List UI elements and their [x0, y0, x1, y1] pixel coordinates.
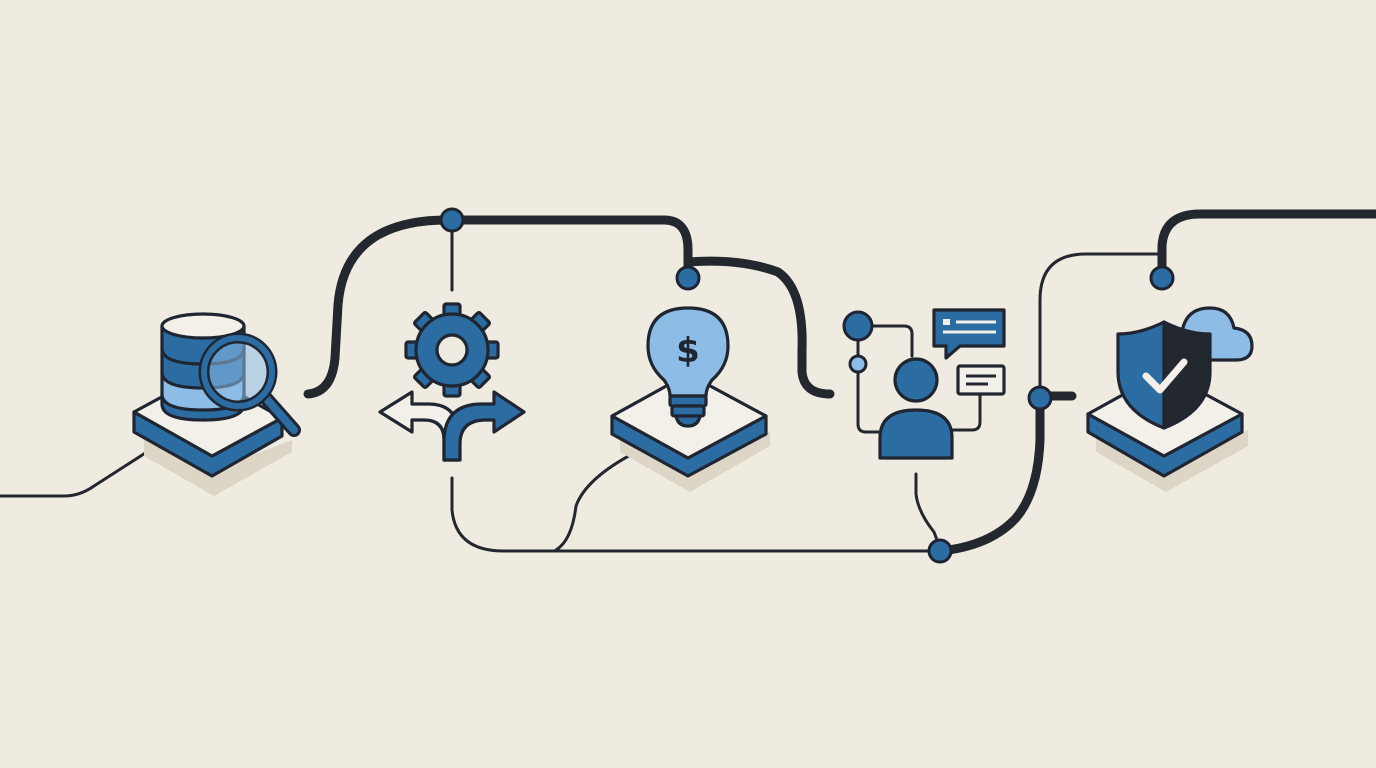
user-icon — [878, 357, 954, 460]
junction-node-top — [439, 207, 465, 233]
connectors — [0, 209, 1376, 556]
network-node-small — [848, 354, 868, 374]
database-search-icon — [160, 312, 301, 437]
junction-node-bulb — [675, 265, 701, 291]
step-decision — [378, 302, 526, 462]
connector-exit-top-right — [1157, 209, 1376, 281]
connector-bulb-bottom — [554, 450, 638, 552]
junction-node-top-right — [1149, 265, 1175, 291]
connector-bottom-up — [935, 395, 1045, 556]
connector-top-bus — [447, 215, 693, 281]
check-mark-icon — [1142, 358, 1188, 394]
platform-shadow — [144, 430, 292, 496]
step-security — [1086, 306, 1254, 492]
junction-node-bottom — [927, 538, 953, 564]
connector-user-bottom — [914, 472, 942, 550]
dollar-lightbulb-icon: $ — [646, 306, 730, 428]
chat-bubble-icon — [932, 308, 1006, 360]
network-node-large — [842, 310, 874, 342]
connector-arc-bulb-right — [683, 256, 835, 399]
connector-arc-top-left — [303, 215, 457, 399]
connector-entry — [0, 448, 152, 498]
message-card-icon — [956, 364, 1006, 396]
platform-shadow — [1096, 430, 1248, 492]
step-collaboration — [842, 308, 1006, 460]
step-cost-idea: $ — [610, 306, 770, 492]
branch-arrows-icon — [378, 390, 526, 462]
gear-icon — [404, 302, 500, 398]
step-data-search — [132, 312, 301, 496]
dollar-sign-icon: $ — [676, 331, 700, 371]
connector-bottom-bus — [450, 476, 942, 553]
connector-thin-arc-right — [1038, 252, 1164, 398]
junction-nodes — [439, 207, 1175, 564]
shield-check-icon — [1116, 320, 1212, 430]
platform-shadow — [620, 432, 770, 492]
junction-node-right — [1027, 385, 1053, 411]
